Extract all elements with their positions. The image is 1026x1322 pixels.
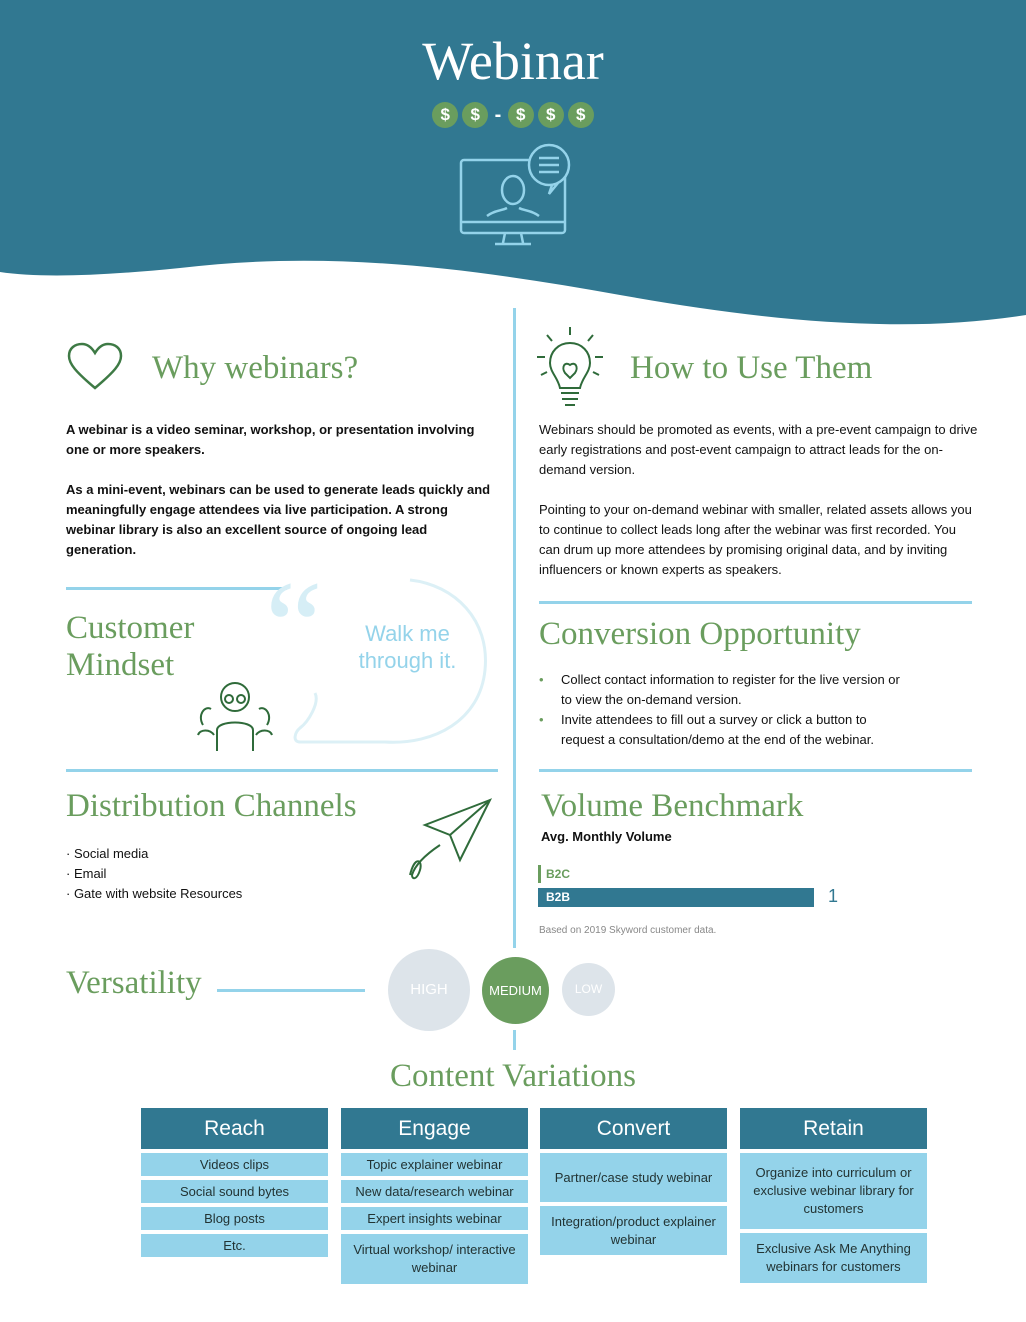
list-item: Collect contact information to register …	[539, 670, 909, 710]
how-text: Webinars should be promoted as events, w…	[539, 420, 979, 580]
how-paragraph: Webinars should be promoted as events, w…	[539, 422, 978, 477]
cost-separator: -	[494, 104, 502, 126]
list-item: · Email	[66, 866, 107, 881]
svg-text:“: “	[265, 575, 323, 699]
how-title: How to Use Them	[630, 350, 873, 386]
variations-title: Content Variations	[390, 1058, 636, 1094]
distribution-title: Distribution Channels	[66, 788, 357, 824]
variation-item: Integration/product explainer webinar	[540, 1206, 727, 1255]
conversion-list: Collect contact information to register …	[539, 670, 909, 750]
variation-item: Partner/case study webinar	[540, 1153, 727, 1202]
column-header: Reach	[141, 1108, 328, 1149]
versatility-rule	[217, 989, 365, 992]
variation-column-convert: Convert Partner/case study webinar Integ…	[540, 1108, 727, 1259]
section-rule	[539, 769, 972, 772]
header-background	[0, 0, 1026, 325]
variation-column-engage: Engage Topic explainer webinar New data/…	[341, 1108, 528, 1288]
list-item: Invite attendees to fill out a survey or…	[539, 710, 909, 750]
mindset-title-line: Mindset	[66, 647, 175, 683]
b2b-value: 1	[828, 886, 839, 906]
paper-plane-icon	[409, 798, 493, 880]
versatility-low: LOW	[562, 963, 615, 1016]
why-text: A webinar is a video seminar, workshop, …	[66, 420, 491, 560]
volume-title: Volume Benchmark	[541, 788, 804, 824]
section-rule	[66, 769, 498, 772]
dollar-icon: $	[567, 102, 594, 128]
variation-item: Social sound bytes	[141, 1180, 328, 1203]
mindset-quote: Walk me through it.	[358, 621, 457, 673]
b2b-label: B2B	[546, 890, 571, 904]
distribution-list: · Social media · Email · Gate with websi…	[66, 844, 242, 904]
versatility-title: Versatility	[66, 965, 202, 1001]
column-header: Retain	[740, 1108, 927, 1149]
variation-item: Videos clips	[141, 1153, 328, 1176]
heart-icon	[67, 342, 123, 390]
variation-column-reach: Reach Videos clips Social sound bytes Bl…	[141, 1108, 328, 1261]
page-title: Webinar	[422, 31, 604, 91]
volume-note: Based on 2019 Skyword customer data.	[539, 925, 717, 936]
variation-item: Topic explainer webinar	[341, 1153, 528, 1176]
dollar-icon: $	[507, 102, 534, 128]
speech-bubble-icon: “	[265, 575, 487, 744]
customer-group-icon	[197, 682, 273, 751]
variation-item: Organize into curriculum or exclusive we…	[740, 1153, 927, 1229]
variation-item: New data/research webinar	[341, 1180, 528, 1203]
volume-subtitle: Avg. Monthly Volume	[541, 829, 672, 844]
cost-rating: $$ - $$$	[0, 102, 1026, 128]
variation-item: Virtual workshop/ interactive webinar	[341, 1234, 528, 1284]
dollar-icon: $	[537, 102, 564, 128]
vertical-divider	[513, 308, 516, 948]
versatility-medium-selected: MEDIUM	[482, 957, 549, 1024]
monitor-chat-icon	[459, 143, 571, 246]
variation-item: Etc.	[141, 1234, 328, 1257]
variation-item: Expert insights webinar	[341, 1207, 528, 1230]
column-header: Engage	[341, 1108, 528, 1149]
how-paragraph: Pointing to your on-demand webinar with …	[539, 502, 972, 577]
variation-column-retain: Retain Organize into curriculum or exclu…	[740, 1108, 927, 1287]
list-item: · Social media	[66, 846, 149, 861]
vertical-divider	[513, 1030, 516, 1050]
why-paragraph: A webinar is a video seminar, workshop, …	[66, 422, 475, 457]
versatility-high: HIGH	[388, 949, 470, 1031]
b2c-bar	[538, 865, 541, 883]
b2b-bar	[538, 888, 814, 907]
lightbulb-icon	[537, 327, 603, 406]
mindset-title-line: Customer	[66, 610, 195, 646]
column-header: Convert	[540, 1108, 727, 1149]
dollar-icon: $	[432, 102, 459, 128]
why-paragraph: As a mini-event, webinars can be used to…	[66, 482, 491, 557]
conversion-title: Conversion Opportunity	[539, 616, 861, 652]
variation-item: Blog posts	[141, 1207, 328, 1230]
b2c-label: B2C	[546, 867, 571, 881]
section-rule	[539, 601, 972, 604]
variation-item: Exclusive Ask Me Anything webinars for c…	[740, 1233, 927, 1283]
section-rule	[66, 587, 287, 590]
list-item: · Gate with website Resources	[66, 886, 243, 901]
why-title: Why webinars?	[152, 350, 359, 386]
dollar-icon: $	[462, 102, 489, 128]
